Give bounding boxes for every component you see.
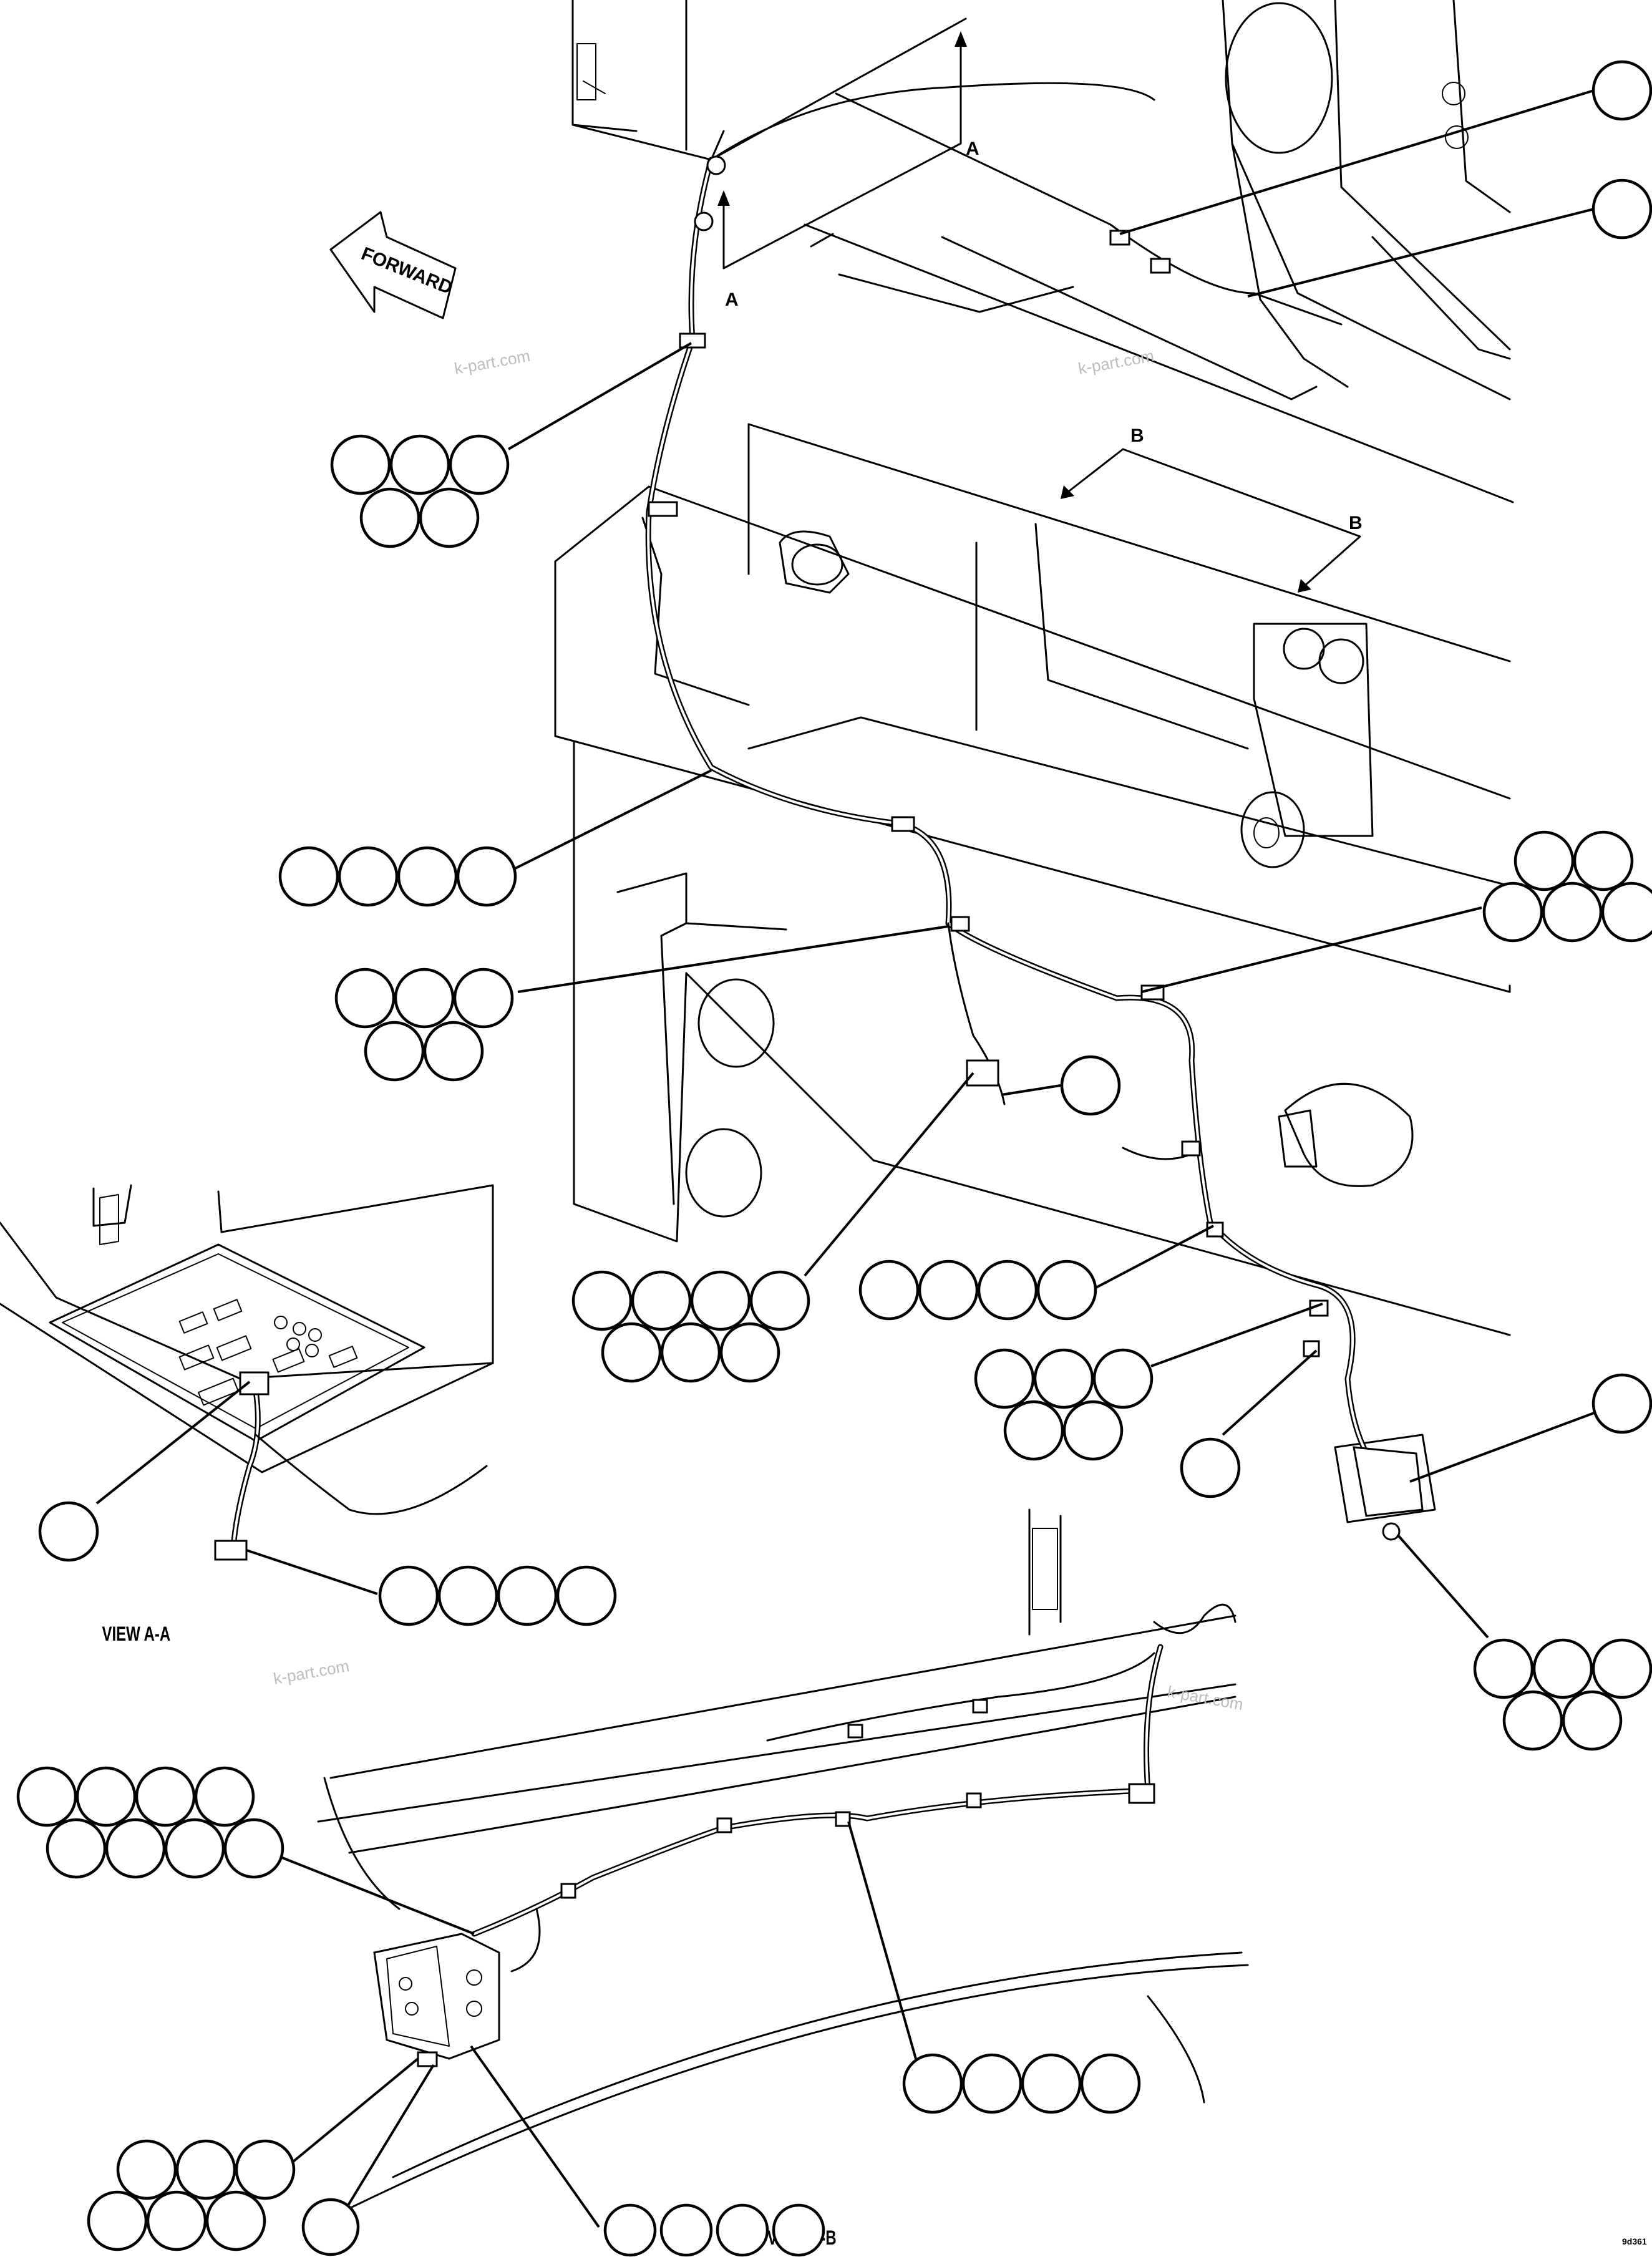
section-a-label-bottom: A [725,289,739,310]
section-a-indicator: A A [717,31,979,310]
forward-label: FORWARD [358,243,455,298]
callout-c13[interactable] [1473,1638,1652,1751]
callout-c17[interactable] [902,2053,1141,2114]
callout-c3[interactable] [330,434,510,548]
callout-c6[interactable] [1482,830,1652,943]
callout-c12[interactable] [1591,1373,1652,1434]
callout-c19[interactable] [603,2203,825,2257]
callout-c9[interactable] [858,1260,1097,1321]
view-aa-label: VIEW A-A [102,1623,171,1645]
forward-arrow: FORWARD [329,211,457,319]
watermark-1: k-part.com [453,346,532,378]
section-b-indicator: B B [1061,425,1363,593]
view-aa-detail: VIEW A-A [0,1184,494,1645]
callout-c7[interactable] [1060,1055,1121,1116]
callout-c16[interactable] [16,1766,284,1879]
callout-c14[interactable] [38,1501,99,1562]
leader-lines [95,89,1595,2228]
callout-c10[interactable] [974,1348,1154,1461]
callout-c15[interactable] [378,1565,617,1626]
watermark-4: k-part.com [1166,1682,1245,1714]
callout-c8[interactable] [571,1270,810,1383]
callout-c4[interactable] [278,846,517,907]
callout-c11[interactable] [1180,1437,1241,1498]
watermarks: k-part.com k-part.com k-part.com k-part.… [272,346,1245,1714]
callout-c1[interactable] [1591,60,1652,121]
callout-c20[interactable] [301,2198,360,2256]
watermark-2: k-part.com [1077,346,1155,378]
watermark-3: k-part.com [272,1656,351,1688]
figure-number: 9d361 [1622,2236,1647,2246]
callout-c5[interactable] [334,968,514,1082]
section-a-label-top: A [966,138,979,159]
callout-c18[interactable] [87,2139,296,2251]
callout-c2[interactable] [1591,178,1652,240]
machine-structure [554,0,1514,1523]
section-b-label-bottom: B [1349,513,1363,533]
section-b-label-top: B [1130,425,1144,446]
panel-modules [178,1299,358,1406]
